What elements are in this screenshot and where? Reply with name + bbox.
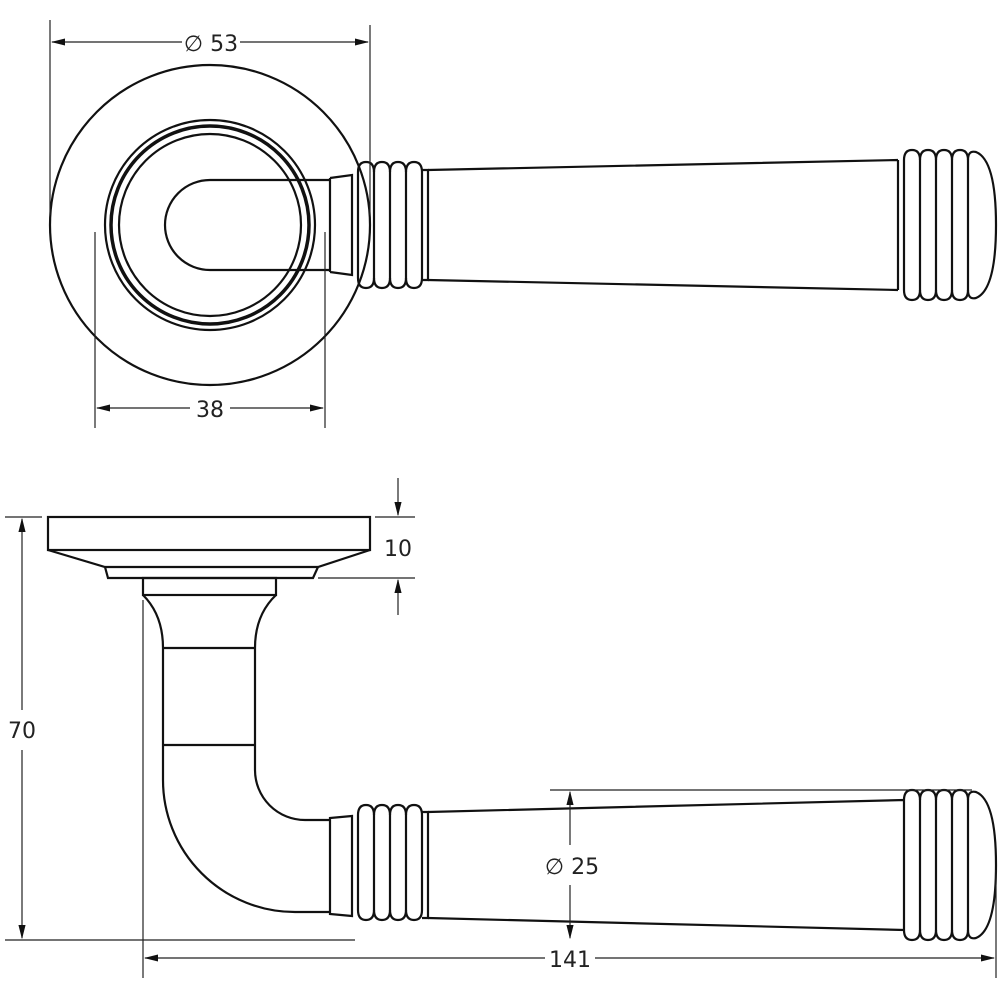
overall-height-label: 70 xyxy=(8,719,36,744)
rose-thickness-label: 10 xyxy=(384,537,412,562)
rose-ring xyxy=(103,118,317,332)
tip-rings xyxy=(902,148,998,302)
lever-grip xyxy=(427,158,900,292)
collar-rings-side xyxy=(356,803,430,922)
rose-diameter-label: ∅ 53 xyxy=(184,32,238,57)
neck-spacing-label: 38 xyxy=(196,398,224,423)
side-view: 70 10 ∅ 25 141 xyxy=(5,478,998,978)
grip-diameter-label: ∅ 25 xyxy=(545,855,599,880)
shank-top xyxy=(163,178,330,272)
rose-outer xyxy=(48,63,372,387)
shank-bend xyxy=(161,745,330,914)
overall-length-label: 141 xyxy=(549,948,591,973)
tip-rings-side xyxy=(902,788,998,942)
collar-rings xyxy=(356,160,430,290)
top-view: ∅ 53 38 xyxy=(48,20,998,428)
lever-grip-side xyxy=(427,798,906,932)
rose-side xyxy=(46,515,372,552)
